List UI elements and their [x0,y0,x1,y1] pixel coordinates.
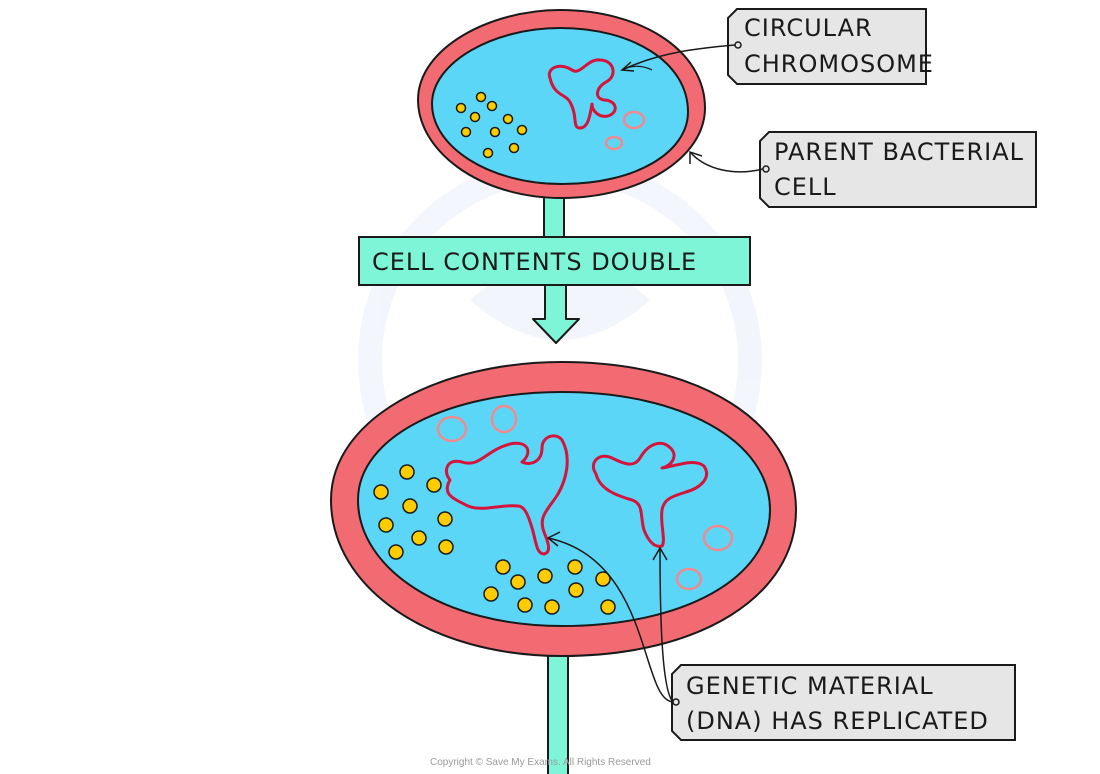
dna-replicated-callout: GENETIC MATERIAL (DNA) HAS REPLICATED [546,531,1016,741]
parent-plasmid [604,135,624,151]
label-tag [727,8,927,85]
ribosome [483,586,499,602]
ribosome [482,147,494,159]
ribosome [486,100,498,112]
pointer-line [689,151,764,173]
enlarged-ribosomes [373,464,616,615]
ribosome [502,113,514,125]
label-tag [759,131,1037,208]
ribosome [388,544,404,560]
ribosome [600,599,616,615]
ribosome [411,530,427,546]
enlarged-cytoplasm [356,390,772,628]
plasmid [490,404,518,434]
parent-ribosomes [455,91,528,159]
ribosome [460,126,472,138]
connector-bottom [547,651,569,774]
ribosome [595,571,611,587]
parent-cell-callout: PARENT BACTERIAL CELL [689,131,1037,208]
ribosome [517,597,533,613]
enlarged-bacterial-cell [329,360,798,658]
plasmid [675,567,703,591]
ribosome [510,574,526,590]
ribosome [544,599,560,615]
parent-cell-line2: CELL [774,173,837,201]
ribosome [537,568,553,584]
copyright-notice: Copyright © Save My Exams. All Rights Re… [430,757,651,768]
parent-cell-line1: PARENT BACTERIAL [774,138,1024,166]
ribosome [475,91,487,103]
ribosome [489,126,501,138]
circular-chromosome-callout: CIRCULAR CHROMOSOME [620,8,934,85]
ribosome [516,124,528,136]
down-arrow [532,283,580,344]
plasmid [702,524,734,552]
dna-replicated-line1: GENETIC MATERIAL [686,672,934,700]
ribosome [455,102,467,114]
ribosome [568,582,584,598]
parent-plasmid [622,110,646,130]
ribosome [399,464,415,480]
chromosome-original [445,434,569,556]
process-step-box: CELL CONTENTS DOUBLE [358,236,751,286]
ribosome [426,477,442,493]
pointer-line [621,44,736,71]
pointer-line [547,537,674,703]
process-step-label: CELL CONTENTS DOUBLE [372,248,697,276]
parent-cytoplasm [430,26,690,186]
circular-chromosome-line2: CHROMOSOME [744,50,934,78]
dna-replicated-line2: (DNA) HAS REPLICATED [686,707,989,735]
parent-bacterial-cell [416,8,707,200]
ribosome [508,142,520,154]
ribosome [437,511,453,527]
parent-chromosome [547,58,617,130]
ribosome [402,498,418,514]
circular-chromosome-line1: CIRCULAR [744,14,873,42]
chromosome-replicated [591,441,709,548]
plasmid [436,415,468,443]
ribosome [378,517,394,533]
label-tag [671,664,1016,741]
ribosome [373,484,389,500]
ribosome [495,559,511,575]
ribosome [567,559,583,575]
ribosome [469,111,481,123]
ribosome [438,539,454,555]
pointer-line [659,547,674,703]
